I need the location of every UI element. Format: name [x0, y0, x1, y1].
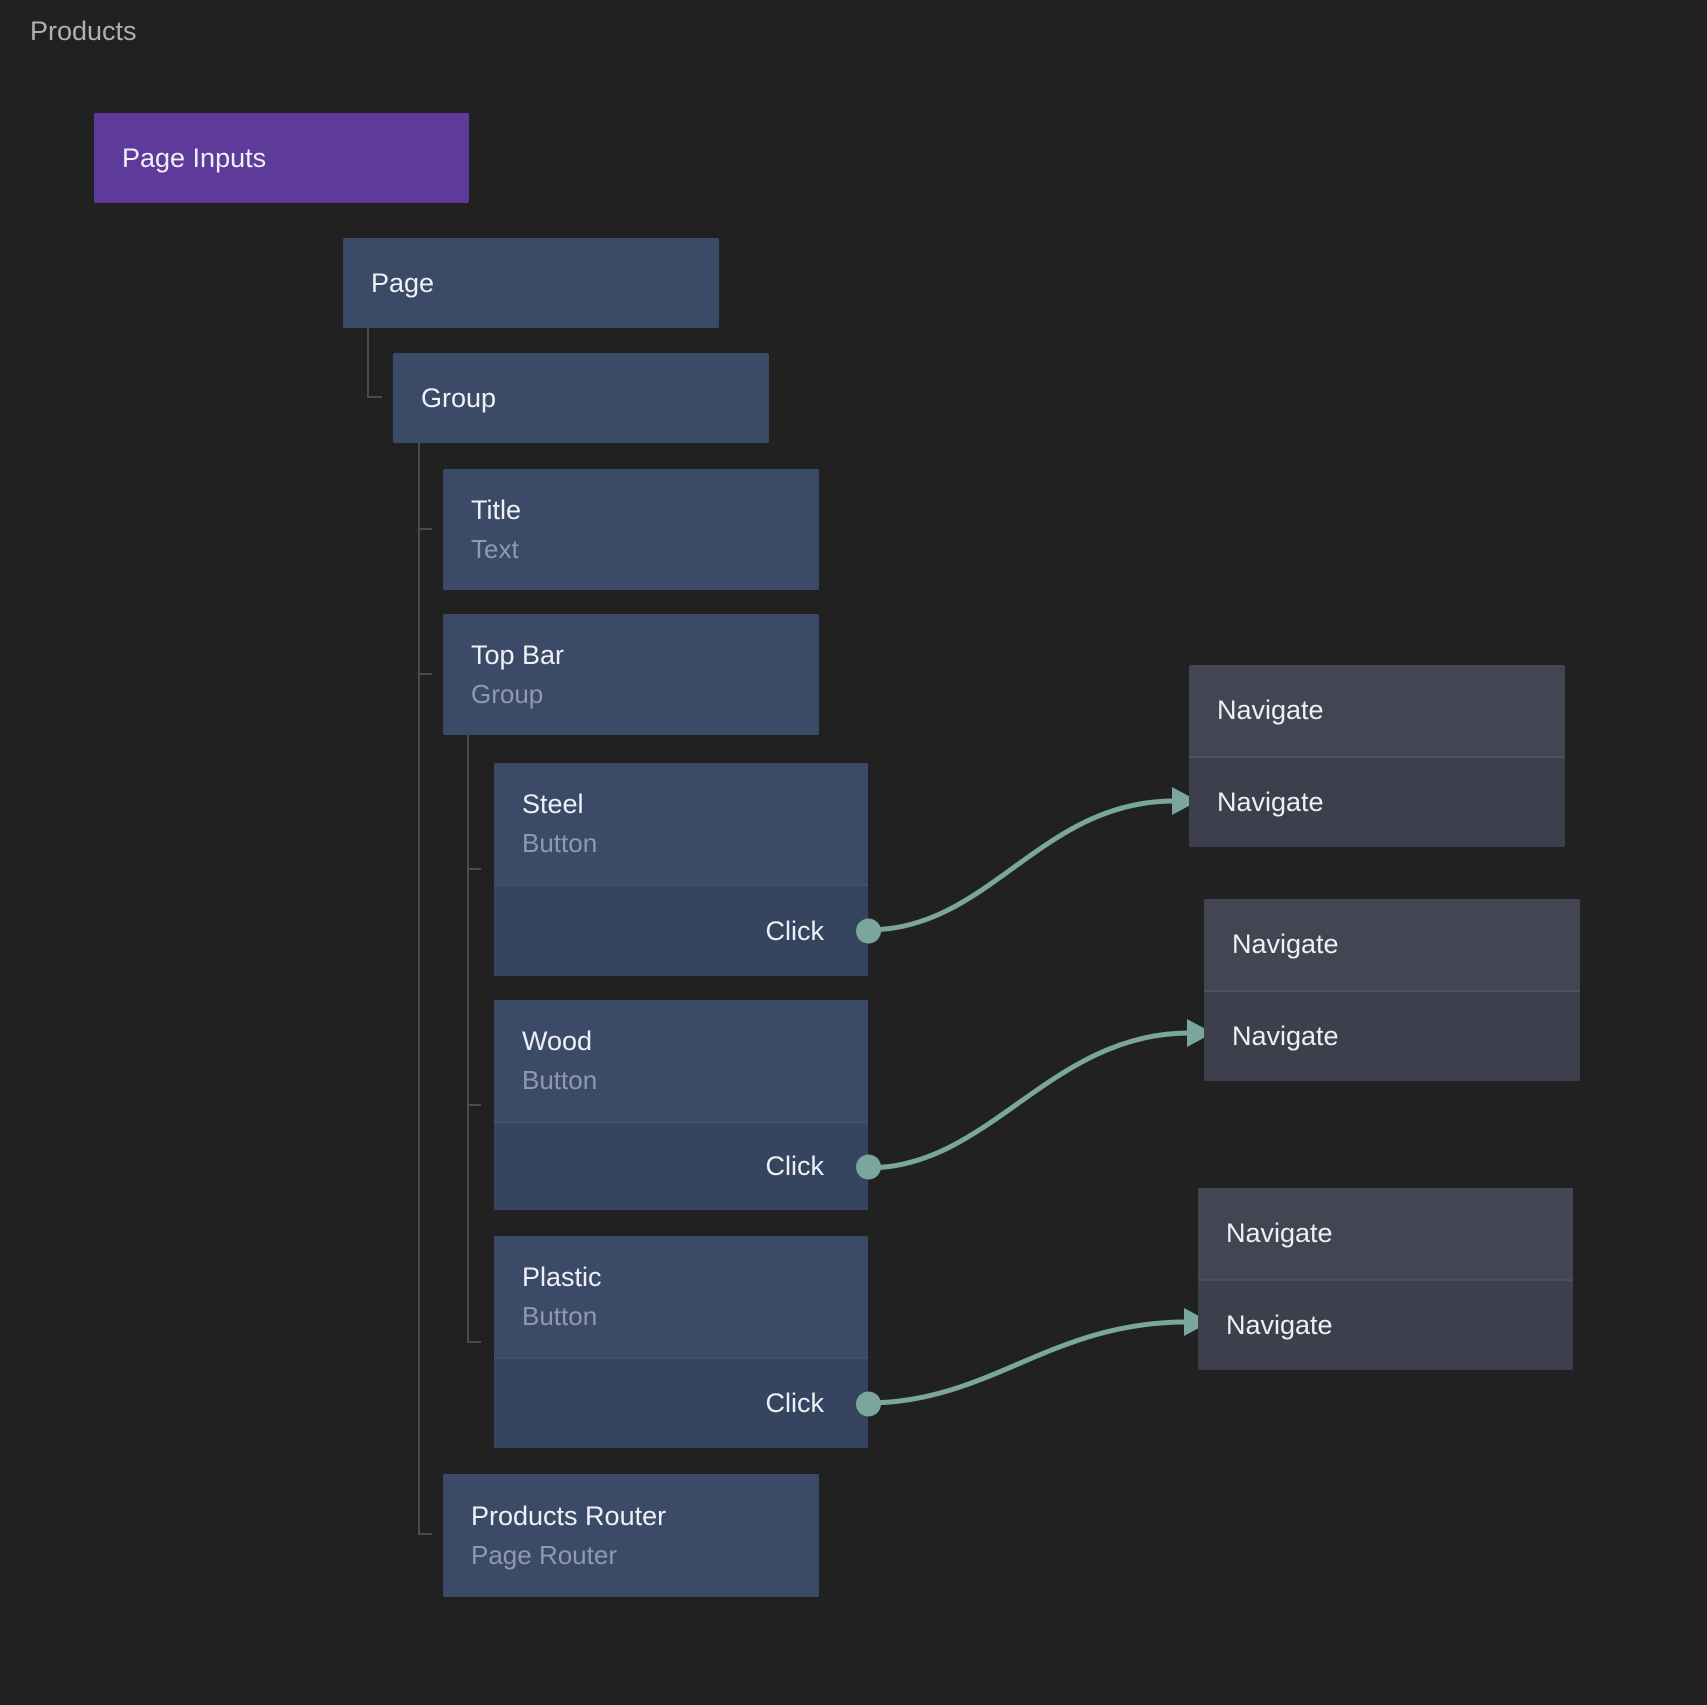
- click-port-dot[interactable]: [856, 1391, 881, 1416]
- action-header: Navigate: [1204, 899, 1580, 990]
- click-event-label: Click: [765, 915, 825, 946]
- node-label: Wood: [522, 1025, 593, 1056]
- node-type: Button: [522, 1301, 598, 1332]
- node-products-router[interactable]: Products Router Page Router: [443, 1474, 819, 1597]
- event-curve: [867, 798, 1175, 933]
- node-type: Button: [522, 1065, 598, 1096]
- node-label: Products Router: [471, 1500, 667, 1531]
- node-wood[interactable]: Wood Button Click: [494, 1000, 881, 1210]
- click-port-dot[interactable]: [856, 1154, 881, 1179]
- node-label: Plastic: [522, 1261, 602, 1292]
- action-node-navigate-3[interactable]: Navigate Navigate: [1198, 1188, 1573, 1370]
- action-title: Navigate: [1232, 929, 1339, 960]
- node-plastic-header: Plastic Button: [494, 1236, 868, 1357]
- node-type: Group: [471, 679, 544, 710]
- node-type: Text: [471, 534, 519, 565]
- click-port-dot[interactable]: [856, 918, 881, 944]
- node-type: Page Router: [471, 1540, 617, 1571]
- click-event-label: Click: [765, 1388, 825, 1418]
- action-body: Navigate: [1189, 756, 1565, 847]
- action-node-navigate-2[interactable]: Navigate Navigate: [1204, 899, 1580, 1081]
- node-steel[interactable]: Steel Button Click: [494, 763, 881, 976]
- node-type: Button: [522, 828, 598, 859]
- node-steel-click-row: Click: [494, 884, 881, 976]
- action-body-label: Navigate: [1217, 787, 1324, 818]
- click-event-label: Click: [765, 1151, 825, 1181]
- node-plastic-click-row: Click: [494, 1357, 881, 1448]
- node-wood-header: Wood Button: [494, 1000, 868, 1121]
- node-title[interactable]: Title Text: [443, 469, 819, 590]
- tree-connector: [367, 328, 382, 398]
- node-top-bar[interactable]: Top Bar Group: [443, 614, 819, 735]
- action-body-label: Navigate: [1226, 1310, 1333, 1341]
- node-label: Page: [371, 267, 435, 298]
- action-header: Navigate: [1189, 665, 1565, 756]
- node-page-inputs[interactable]: Page Inputs: [94, 113, 469, 203]
- node-plastic[interactable]: Plastic Button Click: [494, 1236, 881, 1448]
- action-body-label: Navigate: [1232, 1021, 1339, 1052]
- tree-connector: [418, 443, 432, 1535]
- node-page[interactable]: Page: [343, 238, 719, 328]
- node-label: Group: [421, 382, 497, 413]
- node-group[interactable]: Group: [393, 353, 769, 443]
- tree-connector: [467, 735, 481, 1343]
- event-curve: [866, 1319, 1187, 1406]
- event-curve: [867, 1030, 1190, 1171]
- node-label: Title: [471, 494, 522, 525]
- action-body: Navigate: [1204, 990, 1580, 1081]
- node-label: Steel: [522, 788, 584, 819]
- action-body: Navigate: [1198, 1279, 1573, 1370]
- action-title: Navigate: [1217, 695, 1324, 726]
- page-title: Products: [30, 16, 137, 46]
- action-header: Navigate: [1198, 1188, 1573, 1279]
- action-node-navigate-1[interactable]: Navigate Navigate: [1189, 665, 1565, 847]
- node-label: Page Inputs: [122, 142, 267, 173]
- node-label: Top Bar: [471, 639, 565, 670]
- action-title: Navigate: [1226, 1218, 1333, 1249]
- node-wood-click-row: Click: [494, 1121, 881, 1210]
- node-steel-header: Steel Button: [494, 763, 868, 884]
